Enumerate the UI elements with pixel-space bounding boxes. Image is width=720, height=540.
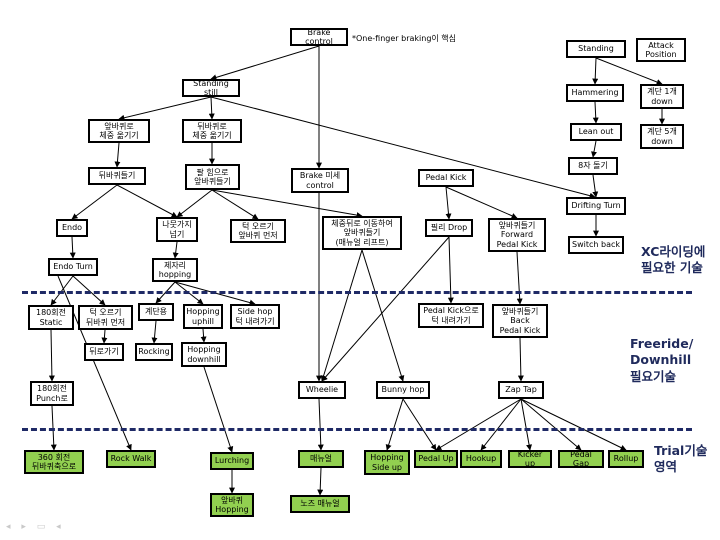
edge-arrow bbox=[176, 189, 213, 218]
node-drifting-turn: Drifting Turn bbox=[566, 197, 626, 215]
node-back-pedal-kick: 앞바퀴들기 Back Pedal Kick bbox=[492, 304, 548, 338]
edge-arrow bbox=[320, 249, 363, 382]
node-pedal-gap: Pedal Gap bbox=[558, 450, 604, 468]
edge-arrow bbox=[48, 329, 55, 382]
node-manual-lift: 체중뒤로 이동하여 앞바퀴들기 (매뉴얼 리프트) bbox=[322, 216, 402, 250]
node-rollup: Rollup bbox=[608, 450, 644, 468]
node-hookup: Hookup bbox=[460, 450, 502, 468]
node-hopping-place: 제자리 hopping bbox=[152, 258, 198, 282]
edge-arrow bbox=[203, 366, 234, 453]
edge-arrow bbox=[208, 96, 215, 120]
edge-arrow bbox=[520, 398, 582, 451]
edge-arrow bbox=[69, 236, 76, 259]
node-nose-manual: 노즈 매뉴얼 bbox=[290, 495, 350, 513]
edge-arrow bbox=[592, 174, 599, 198]
node-lurching: Lurching bbox=[210, 452, 254, 470]
edge-arrow bbox=[114, 142, 121, 168]
edge-arrow bbox=[72, 275, 106, 306]
node-pedal-kick: Pedal Kick bbox=[418, 169, 474, 187]
edge-arrow bbox=[445, 186, 518, 219]
edge-arrow bbox=[50, 275, 74, 306]
node-step-up-rear: 턱 오르기 뒤바퀴 먼저 bbox=[78, 305, 133, 330]
node-log-over: 나뭇가지 넘기 bbox=[156, 217, 198, 242]
node-stairs-1: 계단 1개 down bbox=[640, 84, 684, 109]
node-stairs: 계단용 bbox=[138, 303, 174, 321]
node-hopping-uphill: Hopping uphill bbox=[183, 304, 223, 329]
node-rear-lift: 뒤바퀴들기 bbox=[88, 167, 146, 185]
node-hopping-side-up: Hopping Side up bbox=[364, 450, 410, 475]
node-front-weight: 앞바퀴로 체중 옮기기 bbox=[88, 119, 150, 143]
node-endo: Endo bbox=[56, 219, 88, 237]
edge-arrow bbox=[101, 329, 108, 344]
edge-arrow bbox=[591, 140, 597, 158]
node-kicker-up: Kicker up bbox=[508, 450, 552, 468]
node-forward-pedal-kick: 앞바퀴들기 Forward Pedal Kick bbox=[488, 218, 546, 252]
edge-arrow bbox=[210, 96, 596, 199]
node-hopping-downhill: Hopping downhill bbox=[181, 342, 227, 367]
node-rear-360: 360 회전 뒤바퀴축으로 bbox=[24, 450, 84, 474]
edge-arrow bbox=[520, 398, 627, 451]
edge-arrow bbox=[71, 184, 118, 220]
edge-arrow bbox=[592, 101, 599, 124]
node-hammering: Hammering bbox=[566, 84, 624, 102]
edge-arrow bbox=[321, 236, 450, 382]
node-arm-front-lift: 팔 힘으로 앞바퀴들기 bbox=[185, 164, 240, 190]
node-switch-back: Switch back bbox=[568, 236, 624, 254]
node-bunny-hop: Bunny hop bbox=[376, 381, 430, 399]
edge-arrow bbox=[445, 186, 452, 220]
node-punch-180: 180회전 Punch로 bbox=[30, 381, 74, 406]
edge-arrow bbox=[435, 398, 522, 451]
edge-arrow bbox=[172, 241, 179, 259]
section-label-freeride: Freeride/ Downhill 필요기술 bbox=[630, 336, 694, 384]
slide-nav-icons[interactable]: ◂ ▸ ▭ ◂ bbox=[6, 522, 65, 532]
edge-arrow bbox=[520, 398, 533, 451]
node-brake-control: Brake control bbox=[290, 28, 348, 46]
node-rear-weight: 뒤바퀴로 체중 옮기기 bbox=[182, 119, 242, 143]
node-side-hop: Side hop 턱 내려가기 bbox=[230, 304, 280, 329]
node-drop: 필리 Drop bbox=[425, 219, 473, 237]
node-pedal-kick-down: Pedal Kick으로 턱 내려가기 bbox=[418, 303, 484, 328]
node-zap-tap: Zap Tap bbox=[498, 381, 544, 399]
edge-arrow bbox=[116, 184, 178, 218]
divider-freeride-trial bbox=[22, 428, 692, 431]
edge-arrow bbox=[211, 189, 363, 219]
edge-arrow bbox=[210, 45, 320, 81]
section-label-xc: XC라이딩에 필요한 기술 bbox=[641, 244, 706, 276]
section-label-trial: Trial기술 영역 bbox=[654, 443, 708, 475]
node-figure8: 8자 돌기 bbox=[568, 157, 618, 175]
edge-arrow bbox=[317, 467, 324, 496]
edge-arrow bbox=[402, 398, 437, 451]
edge-arrow bbox=[592, 57, 599, 85]
edge-arrow bbox=[200, 328, 207, 343]
edge-arrow bbox=[516, 251, 523, 305]
node-wheelie: Wheelie bbox=[298, 381, 346, 399]
node-front-hopping: 앞바퀴 Hopping bbox=[210, 493, 254, 517]
edge-arrow bbox=[317, 398, 324, 451]
edge-arrow bbox=[517, 337, 524, 382]
node-attack-position: Attack Position bbox=[636, 38, 686, 62]
edge-arrow bbox=[385, 398, 404, 451]
node-go-back: 뒤로가기 bbox=[84, 343, 124, 361]
node-static-180: 180회전 Static bbox=[28, 305, 74, 330]
edge-arrow bbox=[361, 249, 405, 382]
edge-arrow bbox=[151, 320, 158, 344]
node-endo-turn: Endo Turn bbox=[48, 258, 98, 276]
node-standing: Standing bbox=[566, 40, 626, 58]
edge-arrow bbox=[595, 57, 663, 85]
node-standing-still: Standing still bbox=[182, 79, 240, 97]
divider-xc-freeride bbox=[22, 291, 692, 294]
edge-arrow bbox=[118, 96, 212, 121]
node-stairs-5: 계단 5개 down bbox=[640, 124, 684, 149]
node-rock-walk: Rock Walk bbox=[106, 450, 156, 468]
note-one-finger: *One-finger braking이 핵심 bbox=[352, 34, 457, 43]
node-step-up-front: 턱 오르기 앞바퀴 먼저 bbox=[230, 219, 286, 243]
node-brake-fine: Brake 미세 control bbox=[291, 168, 349, 193]
edge-arrow bbox=[57, 275, 132, 451]
edge-arrow bbox=[480, 398, 522, 451]
node-pedal-up: Pedal Up bbox=[414, 450, 458, 468]
node-lean-out: Lean out bbox=[570, 123, 622, 141]
node-rocking: Rocking bbox=[135, 343, 173, 361]
edge-arrow bbox=[211, 189, 259, 220]
node-manual: 매뉴얼 bbox=[298, 450, 344, 468]
